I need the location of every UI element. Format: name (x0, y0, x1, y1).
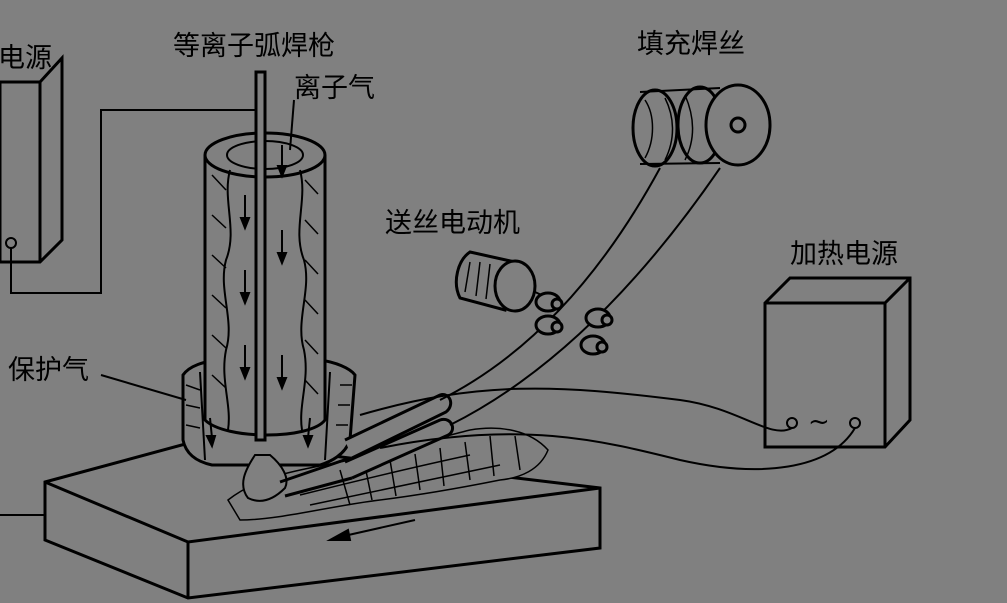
travel-direction-arrow (326, 519, 416, 541)
label-filler-wire: 填充焊丝 (637, 29, 745, 60)
plasma-arc (242, 454, 288, 502)
label-ion-gas: 离子气 (294, 73, 375, 104)
label-power-source-left: 电源 (0, 43, 52, 74)
wire-feed-motor (454, 250, 549, 313)
torch-cable (10, 109, 255, 294)
heating-power-box (763, 276, 912, 449)
gas-flow-arrows (205, 145, 314, 449)
heating-cables (359, 387, 856, 471)
label-wire-feed-motor: 送丝电动机 (385, 208, 520, 239)
left-power-source (0, 54, 64, 264)
leader-lines (100, 99, 295, 401)
label-heating-power: 加热电源 (790, 239, 898, 270)
feed-rollers (534, 291, 614, 356)
label-plasma-torch: 等离子弧焊枪 (173, 31, 335, 62)
ac-symbol: ~ (808, 407, 830, 437)
tungsten-electrode (254, 70, 267, 442)
filler-wire-spool (631, 83, 772, 168)
label-shield-gas: 保护气 (8, 355, 89, 386)
